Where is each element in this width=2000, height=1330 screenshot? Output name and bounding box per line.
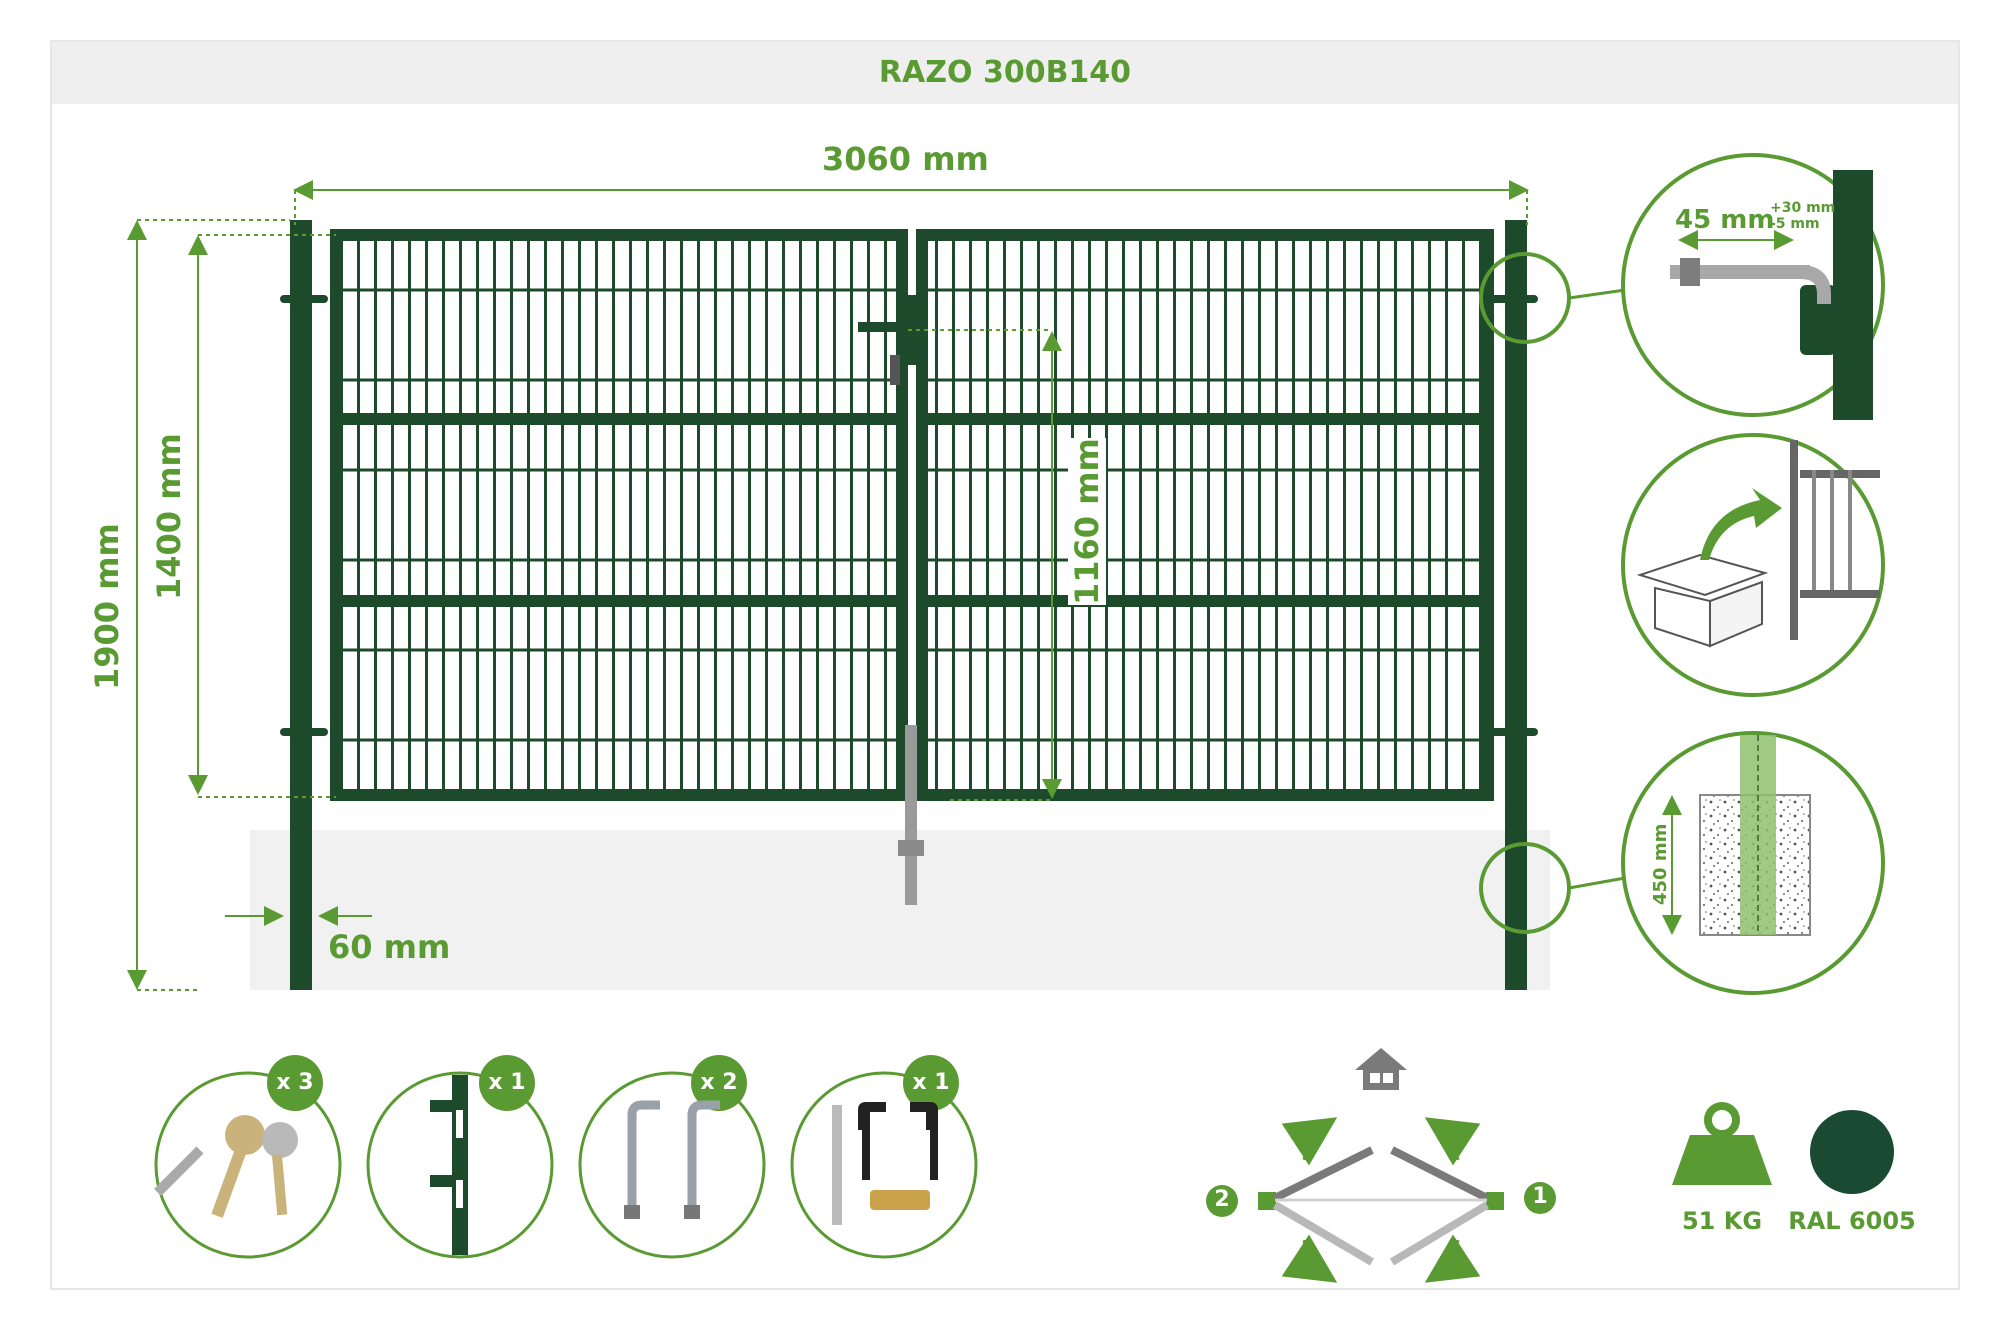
weight-icon xyxy=(1672,1102,1772,1185)
hinge-detail-circle xyxy=(1621,153,1885,420)
title-bar xyxy=(52,42,1958,104)
lock-height-label: 1160 mm xyxy=(1068,438,1106,605)
left-post xyxy=(290,220,312,990)
width-label: 3060 mm xyxy=(822,140,989,178)
left-gate-leaf xyxy=(330,229,908,801)
ral-color-swatch xyxy=(1810,1110,1894,1194)
hinge-bolts-count: x 2 xyxy=(700,1070,738,1095)
ground-area xyxy=(250,830,1550,990)
accessory-handles xyxy=(790,1055,978,1259)
gate-height-label: 1400 mm xyxy=(150,433,188,600)
lock-plate-count: x 1 xyxy=(488,1070,526,1095)
post-width-label: 60 mm xyxy=(328,928,451,966)
hinge-length-label: 45 mm xyxy=(1675,205,1775,235)
right-gate-leaf xyxy=(916,229,1494,801)
opening-marker-left: 2 xyxy=(1214,1187,1230,1212)
opening-marker-right: 1 xyxy=(1532,1184,1548,1209)
keys-count: x 3 xyxy=(276,1070,314,1095)
accessory-lock-plate xyxy=(366,1055,554,1259)
delivery-detail-circle xyxy=(1621,433,1885,697)
total-height-label: 1900 mm xyxy=(88,523,126,690)
opening-diagram xyxy=(1206,1048,1556,1283)
foundation-depth-label: 450 mm xyxy=(1650,823,1671,905)
handles-count: x 1 xyxy=(912,1070,950,1095)
hinge-adjust-plus: +30 mm xyxy=(1770,200,1836,216)
weight-label: 51 KG xyxy=(1681,1207,1763,1235)
drop-bolt xyxy=(898,725,924,905)
hinge-adjust-minus: -5 mm xyxy=(1770,216,1820,232)
foundation-detail-circle xyxy=(1621,731,1885,995)
hinges xyxy=(280,295,1538,736)
product-title: RAZO 300B140 xyxy=(878,55,1132,90)
accessory-hinge-bolts xyxy=(578,1055,766,1259)
accessory-keys xyxy=(154,1055,342,1259)
right-post xyxy=(1505,220,1527,990)
ral-label: RAL 6005 xyxy=(1788,1207,1916,1235)
